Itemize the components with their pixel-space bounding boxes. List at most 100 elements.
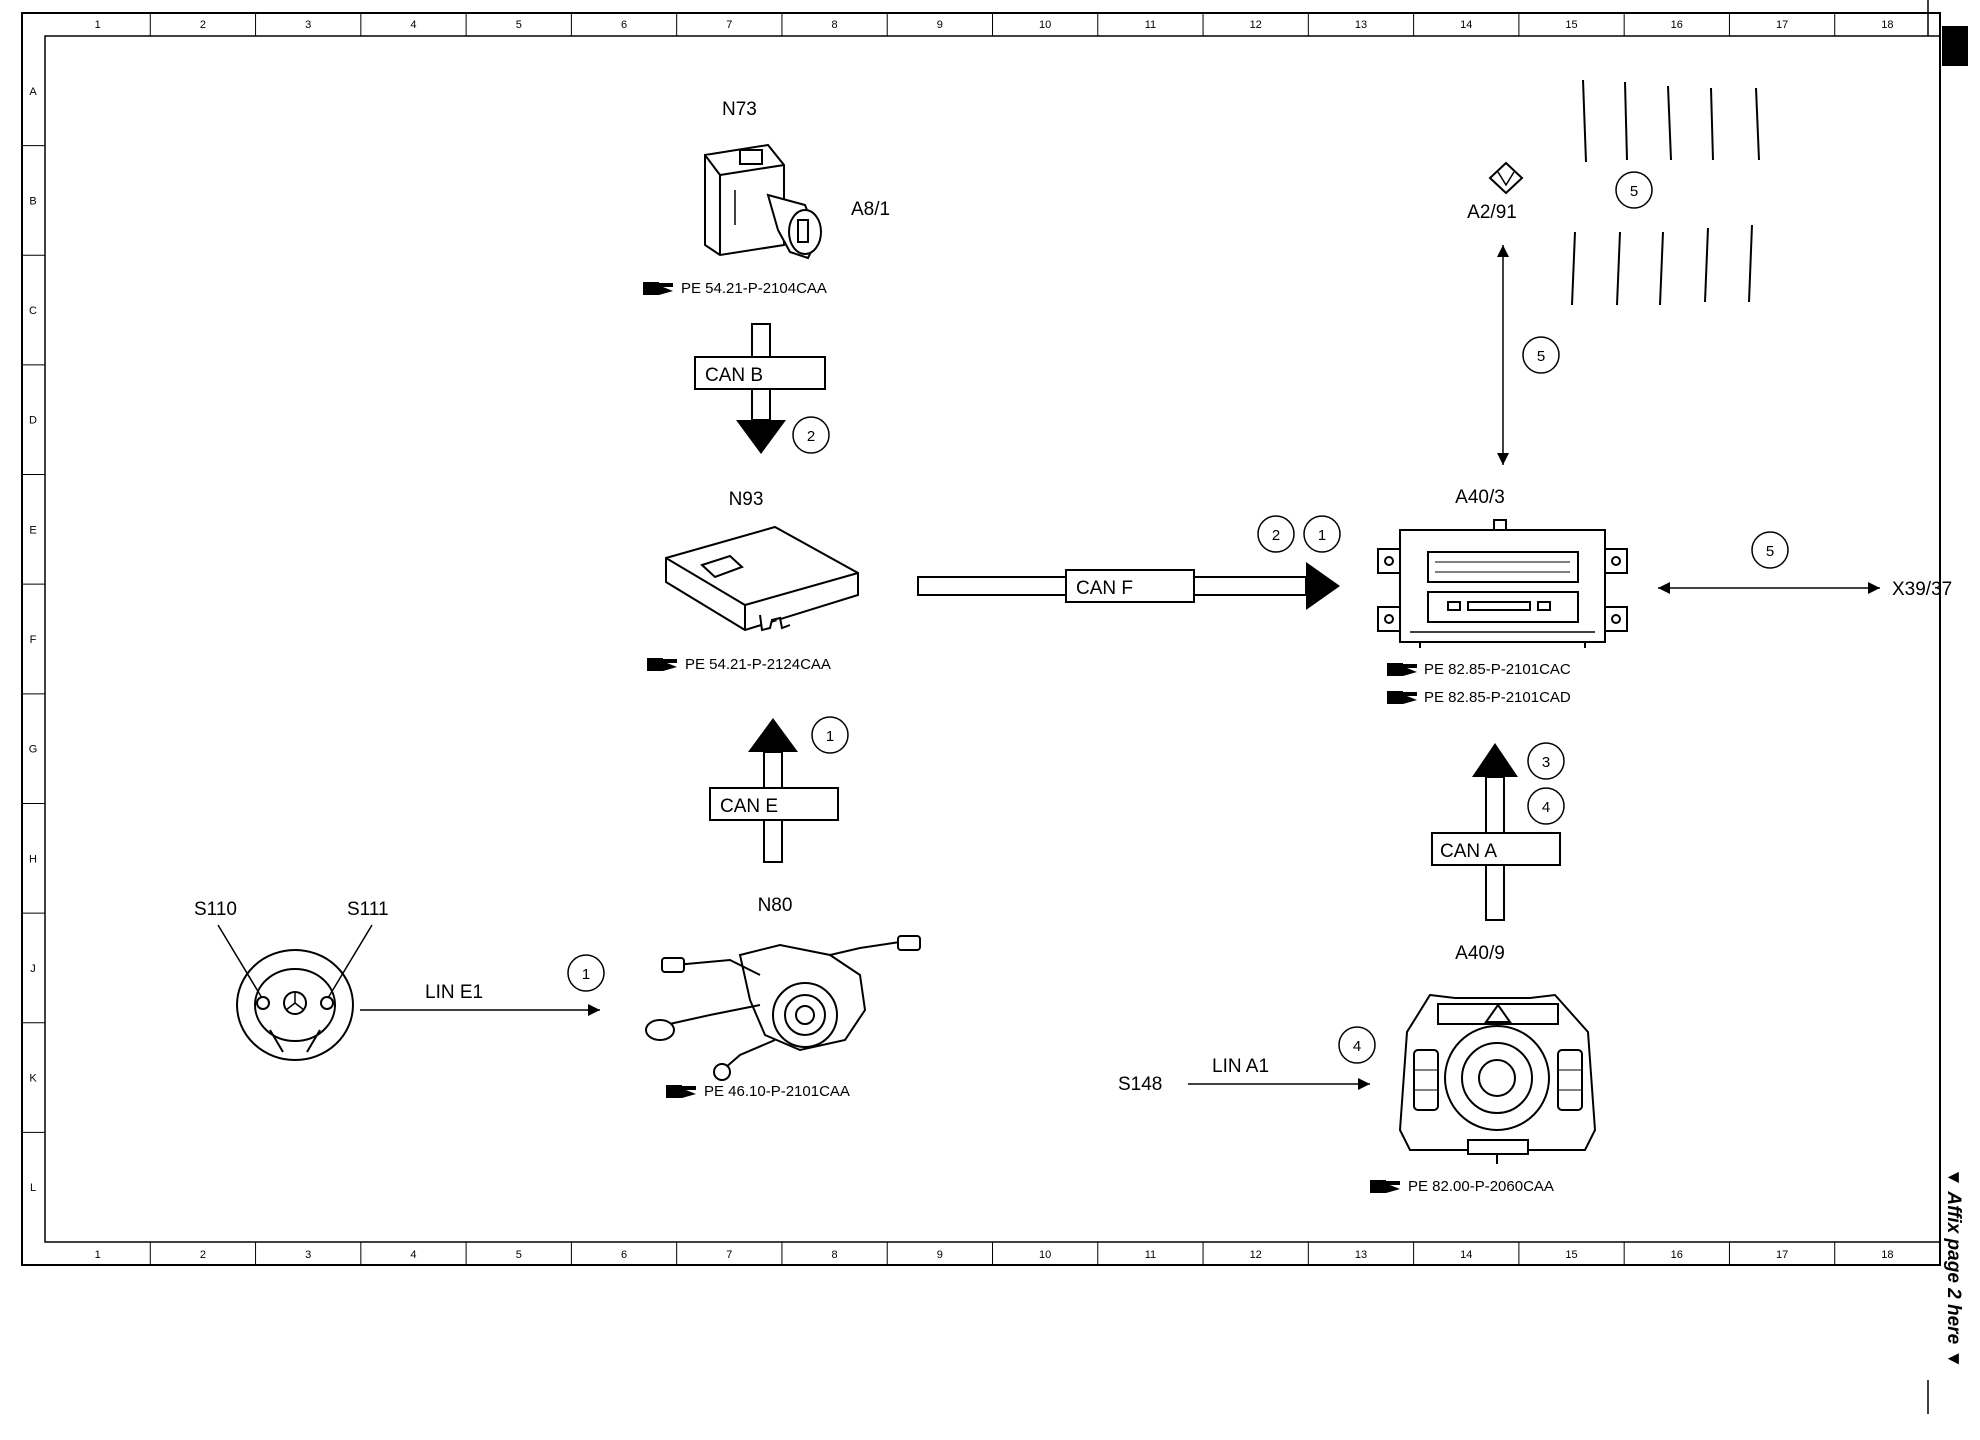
hatch-lines-bottom: [1571, 224, 1753, 306]
reference-hand-icon: [1387, 691, 1417, 704]
grid-row-letter: B: [29, 195, 36, 207]
s110-leader-line: [217, 924, 263, 999]
reference-hand-icon: [1387, 663, 1417, 676]
s148-label: S148: [1118, 1074, 1162, 1095]
grid-column-number: 1: [95, 1249, 101, 1261]
steering-wheel: [236, 949, 354, 1061]
s111-leader-line: [327, 924, 373, 999]
grid-column-number: 12: [1250, 19, 1262, 31]
grid-column-number: 16: [1671, 1249, 1683, 1261]
hatch-lines-top: [1582, 79, 1760, 163]
circled-number: 1: [811, 716, 849, 754]
grid-column-number: 3: [305, 1249, 311, 1261]
grid-column-number: 5: [516, 1249, 522, 1261]
grid-column-number: 11: [1145, 1249, 1156, 1261]
svg-text:5: 5: [1537, 348, 1545, 365]
grid-row-letter: G: [29, 744, 38, 756]
drawing-frame: [21, 12, 1941, 1266]
circled-number: 1: [567, 954, 605, 992]
a40-9-control-panel: [1398, 993, 1597, 1164]
grid-column-number: 11: [1145, 19, 1156, 31]
n93-control-unit: [665, 525, 859, 632]
can-b-label: CAN B: [705, 365, 763, 386]
grid-row-letter: D: [29, 415, 37, 427]
svg-text:2: 2: [1272, 527, 1280, 544]
x39-37-label: X39/37: [1892, 579, 1952, 600]
a40-9-reference: PE 82.00-P-2060CAA: [1370, 1178, 1554, 1195]
svg-text:4: 4: [1353, 1038, 1361, 1055]
n80-steering-column-module: [645, 935, 921, 1081]
grid-column-number: 15: [1565, 1249, 1577, 1261]
can-f-label: CAN F: [1076, 578, 1133, 599]
grid-column-number: 14: [1460, 1249, 1472, 1261]
can-b-bus: [694, 323, 826, 454]
grid-column-number: 9: [937, 19, 943, 31]
grid-column-number: 4: [410, 1249, 416, 1261]
circled-number: 5: [1751, 531, 1789, 569]
grid-row-letter: J: [30, 963, 36, 975]
svg-text:PE 82.00-P-2060CAA: PE 82.00-P-2060CAA: [1408, 1178, 1554, 1195]
grid-column-number: 12: [1250, 1249, 1262, 1261]
n73-ignition-switch: [704, 143, 822, 260]
svg-text:PE 46.10-P-2101CAA: PE 46.10-P-2101CAA: [704, 1083, 850, 1100]
corner-marker: [1942, 26, 1968, 66]
grid-column-number: 4: [410, 19, 416, 31]
grid-column-number: 8: [832, 19, 838, 31]
grid-column-number: 3: [305, 19, 311, 31]
grid-column-number: 10: [1039, 19, 1051, 31]
can-a-label: CAN A: [1440, 841, 1497, 862]
grid-column-number: 14: [1460, 19, 1472, 31]
grid-column-number: 2: [200, 1249, 206, 1261]
a2-91-antenna-symbol: [1488, 161, 1524, 195]
grid-column-number: 6: [621, 1249, 627, 1261]
grid-row-letter: H: [29, 853, 37, 865]
a40-3-label: A40/3: [1455, 487, 1505, 508]
a40-3-audio-unit: [1377, 519, 1628, 648]
grid-column-number: 18: [1881, 19, 1893, 31]
grid-row-letter: A: [29, 86, 37, 98]
grid-row-letter: L: [30, 1182, 36, 1194]
reference-hand-icon: [666, 1085, 696, 1098]
grid-column-number: 2: [200, 19, 206, 31]
n80-label: N80: [758, 895, 793, 916]
grid-column-number: 13: [1355, 1249, 1367, 1261]
svg-text:4: 4: [1542, 799, 1550, 816]
s110-label: S110: [194, 899, 237, 920]
circled-number: 4: [1338, 1026, 1376, 1064]
lin-e1-label: LIN E1: [425, 982, 483, 1003]
lin-a1-label: LIN A1: [1212, 1056, 1269, 1077]
circled-number: 1: [1303, 515, 1341, 553]
reference-hand-icon: [643, 282, 673, 295]
reference-hand-icon: [1370, 1180, 1400, 1193]
svg-text:PE 82.85-P-2101CAC: PE 82.85-P-2101CAC: [1424, 661, 1571, 678]
a40-9-label: A40/9: [1455, 943, 1505, 964]
a2-91-label: A2/91: [1467, 202, 1517, 223]
grid-column-number: 15: [1565, 19, 1577, 31]
circled-number: 5: [1522, 336, 1560, 374]
circled-number: 3: [1527, 742, 1565, 780]
circled-number: 5: [1615, 171, 1653, 209]
circled-number: 4: [1527, 787, 1565, 825]
svg-text:PE 82.85-P-2101CAD: PE 82.85-P-2101CAD: [1424, 689, 1571, 706]
grid-column-number: 8: [832, 1249, 838, 1261]
n80-reference: PE 46.10-P-2101CAA: [666, 1083, 850, 1100]
svg-text:1: 1: [1318, 527, 1326, 544]
can-e-label: CAN E: [720, 796, 778, 817]
can-a-bus: [1431, 743, 1561, 921]
svg-text:2: 2: [807, 428, 815, 445]
circled-number: 2: [792, 416, 830, 454]
grid-column-number: 17: [1776, 19, 1788, 31]
a40-3-reference-1: PE 82.85-P-2101CAC: [1387, 661, 1571, 678]
grid-column-number: 5: [516, 19, 522, 31]
a40-3-reference-2: PE 82.85-P-2101CAD: [1387, 689, 1571, 706]
svg-text:5: 5: [1766, 543, 1774, 560]
grid-column-number: 18: [1881, 1249, 1893, 1261]
can-f-bus: [917, 562, 1340, 610]
svg-text:3: 3: [1542, 754, 1550, 771]
affix-page-note: ▼ Affix page 2 here ▼: [1943, 1168, 1964, 1368]
grid-column-number: 10: [1039, 1249, 1051, 1261]
